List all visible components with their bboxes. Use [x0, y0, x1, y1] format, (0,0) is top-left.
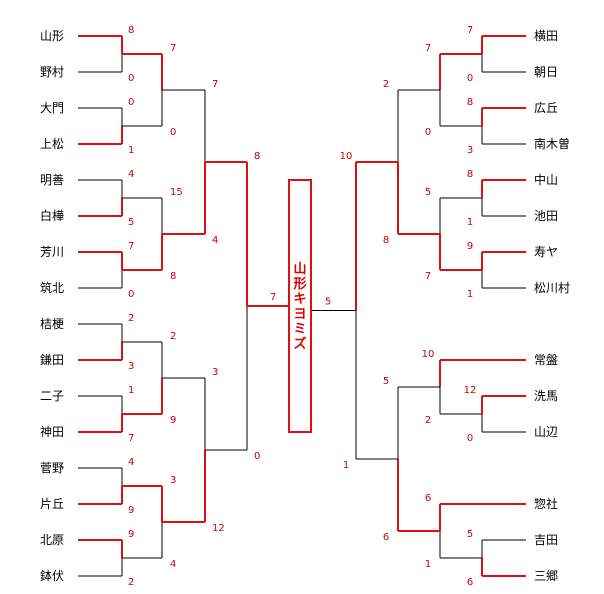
score-label: 8	[254, 151, 260, 162]
score-label: 1	[467, 217, 473, 228]
score-label: 15	[170, 187, 183, 198]
score-label: 9	[128, 505, 134, 516]
team-name: 菅野	[40, 461, 64, 475]
score-label: 0	[467, 433, 473, 444]
score-label: 0	[128, 289, 134, 300]
champion-char: キ	[293, 292, 306, 307]
team-name: 惣社	[534, 496, 558, 511]
team-name: 片丘	[40, 497, 64, 511]
score-label: 7	[425, 43, 431, 54]
score-label: 0	[170, 127, 176, 138]
final-score-right: 5	[325, 297, 331, 308]
champion-box	[288, 179, 312, 433]
score-label: 2	[128, 577, 134, 588]
score-label: 5	[128, 217, 134, 228]
team-name: 三郷	[534, 569, 558, 583]
team-name: 松川村	[534, 281, 570, 295]
champion-char: 形	[293, 277, 306, 292]
score-label: 10	[340, 151, 353, 162]
team-name: 常盤	[534, 353, 558, 367]
score-label: 7	[212, 79, 218, 90]
score-label: 5	[425, 187, 431, 198]
score-label: 9	[128, 529, 134, 540]
score-label: 4	[128, 169, 134, 180]
team-name: 吉田	[534, 533, 558, 547]
score-label: 8	[467, 169, 473, 180]
team-name: 白樺	[40, 208, 64, 223]
score-label: 8	[128, 25, 134, 36]
team-name: 山形	[40, 29, 64, 43]
score-label: 4	[170, 559, 176, 570]
champion-char: 山	[293, 261, 306, 277]
team-name: 池田	[534, 209, 558, 223]
score-label: 7	[128, 241, 134, 252]
team-name: 鎌田	[40, 352, 64, 367]
score-label: 2	[128, 313, 134, 324]
team-name: 朝日	[534, 65, 558, 79]
team-name: 中山	[534, 172, 558, 187]
team-name: 桔梗	[40, 316, 64, 331]
score-label: 5	[383, 376, 389, 387]
score-label: 9	[467, 241, 473, 252]
score-label: 0	[254, 451, 260, 462]
score-label: 7	[467, 25, 473, 36]
score-label: 2	[425, 415, 431, 426]
team-name: 南木曽	[534, 136, 570, 151]
score-label: 12	[212, 523, 225, 534]
score-label: 8	[467, 97, 473, 108]
score-label: 9	[170, 415, 176, 426]
team-name: 明善	[40, 172, 64, 187]
team-name: 大門	[40, 101, 64, 115]
score-label: 1	[425, 559, 431, 570]
final-score-left: 7	[270, 292, 276, 303]
score-label: 8	[170, 271, 176, 282]
score-label: 2	[383, 79, 389, 90]
score-label: 4	[212, 235, 218, 246]
score-label: 8	[383, 235, 389, 246]
score-label: 1	[128, 385, 134, 396]
score-label: 0	[128, 97, 134, 108]
team-name: 神田	[40, 425, 64, 439]
team-name: 山辺	[534, 425, 558, 439]
champion-char: ヨ	[293, 307, 306, 322]
score-label: 4	[128, 457, 134, 468]
score-label: 3	[170, 475, 176, 486]
score-label: 6	[383, 532, 389, 543]
team-name: 筑北	[40, 280, 64, 295]
team-name: 野村	[40, 65, 64, 79]
score-label: 0	[128, 73, 134, 84]
team-name: 洗馬	[534, 389, 558, 403]
champion-char: ズ	[293, 336, 306, 352]
score-label: 3	[128, 361, 134, 372]
team-name: 鉢伏	[40, 569, 64, 583]
bracket-lines	[78, 35, 526, 577]
score-label: 1	[467, 289, 473, 300]
score-label: 3	[212, 367, 218, 378]
bracket-labels: 山形野村大門上松明善白樺芳川筑北桔梗鎌田二子神田菅野片丘北原鉢伏80014570…	[40, 25, 570, 588]
team-name: 上松	[40, 137, 64, 151]
team-name: 芳川	[40, 245, 64, 259]
score-label: 7	[128, 433, 134, 444]
score-label: 10	[422, 349, 435, 360]
score-label: 2	[170, 331, 176, 342]
team-name: 寿ヤ	[534, 245, 558, 259]
champion-char: ミ	[293, 322, 306, 337]
score-label: 1	[343, 460, 349, 471]
team-name: 北原	[40, 533, 64, 547]
score-label: 0	[425, 127, 431, 138]
score-label: 6	[425, 493, 431, 504]
score-label: 0	[467, 73, 473, 84]
team-name: 二子	[40, 389, 64, 403]
score-label: 5	[467, 529, 473, 540]
team-name: 横田	[534, 29, 558, 43]
score-label: 12	[464, 385, 477, 396]
score-label: 7	[170, 43, 176, 54]
score-label: 7	[425, 271, 431, 282]
score-label: 6	[467, 577, 473, 588]
team-name: 広丘	[534, 101, 558, 115]
score-label: 3	[467, 145, 473, 156]
score-label: 1	[128, 145, 134, 156]
